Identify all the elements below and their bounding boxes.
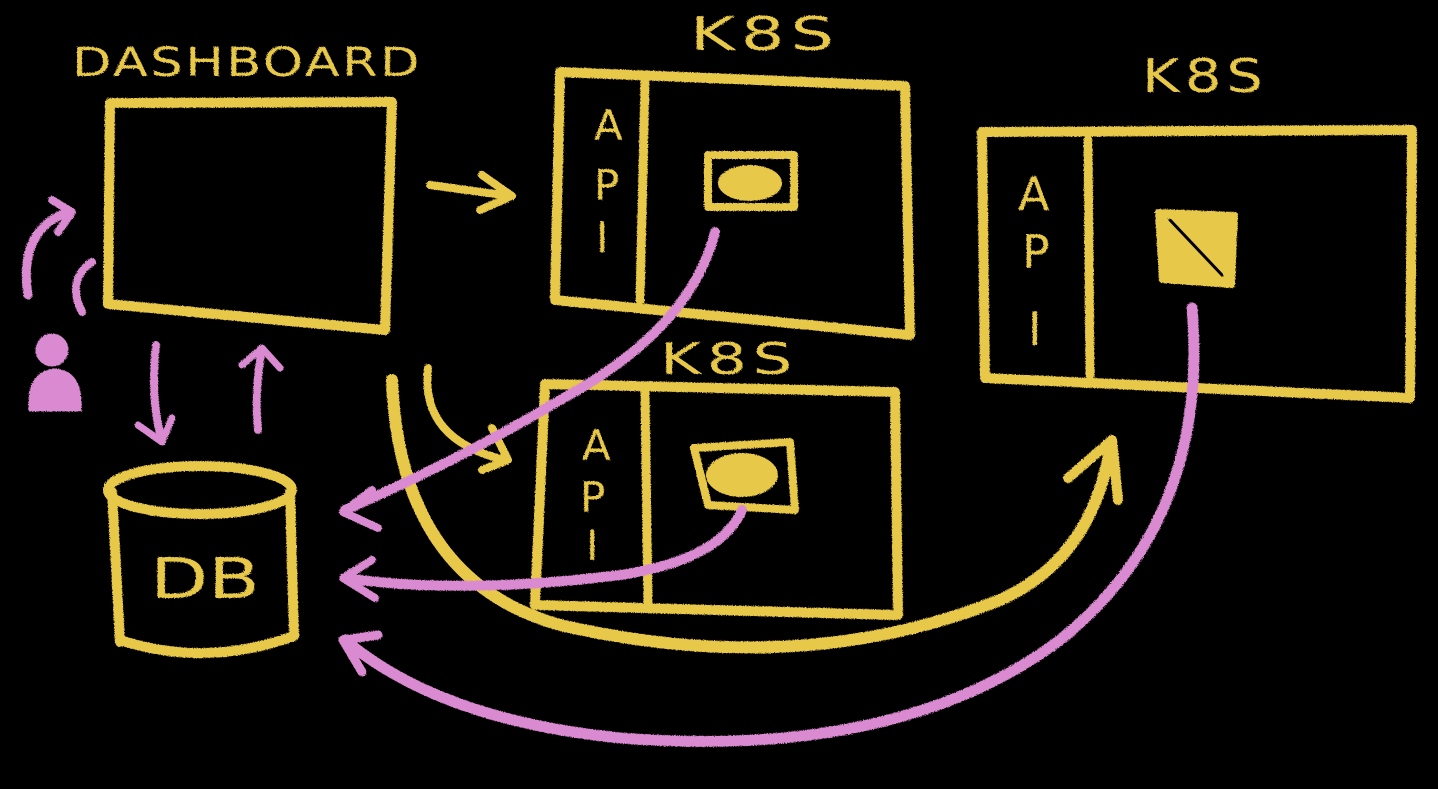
cluster-2-workload-block <box>690 438 799 514</box>
cluster-3-workload-block <box>1155 209 1238 288</box>
cluster-3-box <box>977 125 1417 403</box>
cluster-1-to-db-arrowhead <box>339 486 382 532</box>
dashboard-box <box>103 97 397 335</box>
dashboard-to-cluster-1-arrowhead <box>476 171 516 214</box>
cluster-2-api-p: P <box>580 473 605 522</box>
cluster-1-api-divider <box>635 75 650 305</box>
cluster-1-to-db-arrow <box>340 227 720 515</box>
db-to-dashboard-arrowhead <box>238 344 284 372</box>
cluster-1-label: K8S <box>690 7 840 61</box>
db-to-dashboard-arrow <box>252 346 266 434</box>
cluster-3-to-db-arrowhead <box>338 630 383 677</box>
cluster-2-api-i: I <box>586 521 598 570</box>
cluster-2-to-db-arrowhead <box>339 556 379 602</box>
cluster-2-to-db-arrow <box>340 505 747 591</box>
cluster-3-api-a: A <box>1018 167 1050 221</box>
cluster-3-api-p: P <box>1022 225 1050 279</box>
cluster-3-api-i: I <box>1028 302 1042 356</box>
cluster-1-box <box>550 67 915 340</box>
dashboard-to-db-arrowhead <box>134 414 176 446</box>
dashboard-label: DASHBOARD <box>72 40 422 86</box>
cluster-1-api-p: P <box>594 161 619 210</box>
dashboard-to-cluster-1-arrow <box>426 181 514 200</box>
dashboard-to-cluster-2-arrow <box>423 364 509 464</box>
cluster-2-api-a: A <box>582 421 611 470</box>
cluster-3-api-divider <box>1083 135 1095 380</box>
dashboard-to-user-arrow <box>71 258 96 316</box>
user-icon <box>28 333 82 412</box>
cluster-1-api-i: I <box>596 213 608 262</box>
user-to-dashboard-arrowhead <box>48 196 76 236</box>
cluster-3-label: K8S <box>1142 49 1268 103</box>
database-label: DB <box>150 547 260 612</box>
database-cylinder <box>103 461 299 658</box>
dashboard-to-cluster-3-arrowhead <box>1063 435 1123 505</box>
dashboard-to-cluster-3-arrow <box>386 374 1116 654</box>
dashboard-to-db-arrow <box>150 341 166 444</box>
cluster-2-box <box>530 379 903 620</box>
cluster-3-to-db-arrow <box>339 302 1200 747</box>
cluster-1-workload-block <box>704 151 798 211</box>
user-to-dashboard-arrow <box>21 207 73 300</box>
cluster-2-label: K8S <box>660 334 798 385</box>
cluster-1-api-a: A <box>594 101 623 150</box>
